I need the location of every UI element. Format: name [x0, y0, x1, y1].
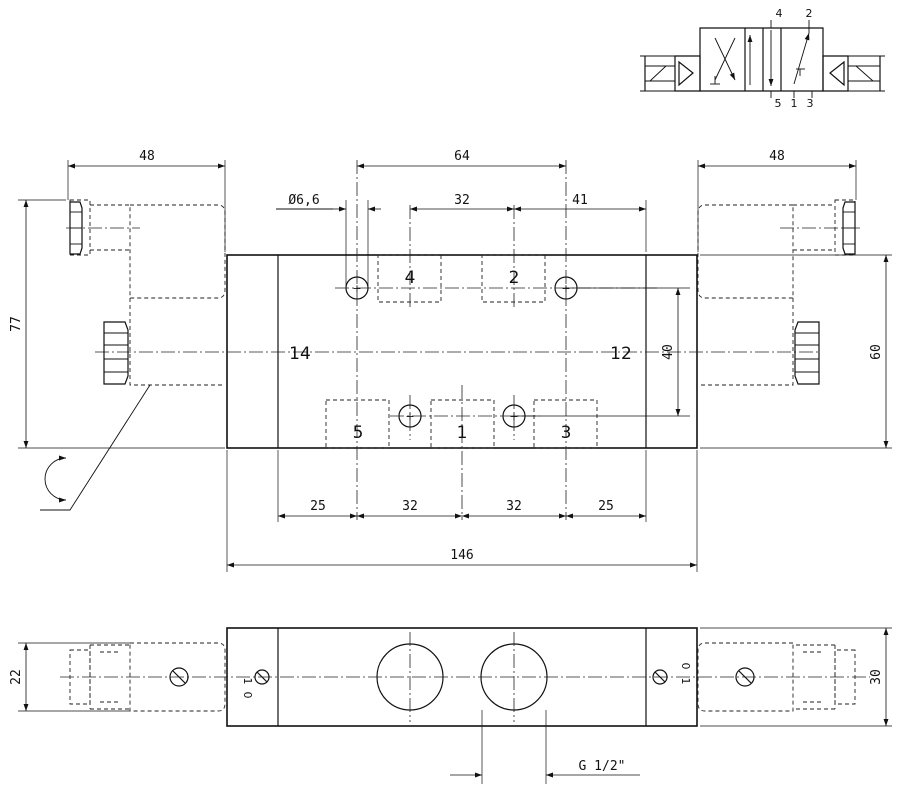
right-solenoid	[697, 199, 860, 386]
switch-right-off: 0	[679, 663, 692, 670]
manual-override-icon	[652, 669, 668, 685]
port-3-label: 3	[561, 423, 572, 443]
dim-hole-diameter: Ø6,6	[288, 193, 319, 208]
rotation-leader	[40, 384, 151, 511]
rotation-arrow-icon	[44, 455, 67, 503]
coil-screw-icon	[735, 667, 755, 687]
symbol-port-5: 5	[775, 97, 782, 110]
dim-total-height: 77	[9, 316, 24, 332]
symbol-port-1: 1	[791, 97, 798, 110]
port-5-outline	[325, 399, 390, 449]
dim-bottom-mid-left: 32	[402, 499, 418, 514]
dim-bottom-left: 25	[310, 499, 326, 514]
valve-symbol: 4 2 5 1 3	[640, 7, 885, 110]
coil-screw-icon	[169, 667, 189, 687]
symbol-port-2: 2	[806, 7, 813, 20]
port-3-outline	[533, 399, 598, 449]
dim-bottom-mid-right: 32	[506, 499, 522, 514]
front-view: + + + + 4 2 5 1 3 14 12	[9, 149, 892, 572]
left-solenoid-bottom	[69, 642, 226, 712]
port-1-label: 1	[457, 423, 468, 443]
pilot-14-label: 14	[289, 344, 311, 364]
switch-left-on: 1	[241, 678, 254, 685]
dim-width-left: 22	[9, 669, 24, 685]
port-4-label: 4	[405, 268, 416, 288]
port-2-outline	[481, 254, 546, 303]
manual-override-icon	[254, 669, 270, 685]
port-2-label: 2	[509, 268, 520, 288]
dim-thread: G 1/2"	[579, 759, 626, 774]
pilot-12-label: 12	[610, 344, 632, 364]
switch-left-off: 0	[241, 692, 254, 699]
port-5-label: 5	[353, 423, 364, 443]
svg-text:+: +	[509, 410, 518, 423]
dim-port-pitch: 32	[454, 193, 470, 208]
switch-right-on: 1	[679, 678, 692, 685]
left-solenoid	[66, 199, 226, 386]
dim-body-height: 60	[869, 344, 884, 360]
right-solenoid-bottom	[697, 642, 856, 712]
port-4-outline	[377, 254, 442, 303]
port-1-outline	[430, 399, 495, 449]
symbol-port-4: 4	[776, 7, 783, 20]
dim-width-right: 30	[869, 669, 884, 685]
dim-port-span: 64	[454, 149, 470, 164]
dim-hole-spacing: 40	[661, 344, 676, 360]
dim-bottom-right: 25	[598, 499, 614, 514]
dim-right-coil: 48	[769, 149, 785, 164]
dim-overall-length: 146	[450, 548, 473, 563]
dim-hole-offset: 41	[572, 193, 588, 208]
svg-text:+: +	[405, 410, 414, 423]
dim-left-coil: 48	[139, 149, 155, 164]
symbol-port-3: 3	[807, 97, 814, 110]
bottom-view: 1 0 0 1 22	[9, 627, 892, 784]
